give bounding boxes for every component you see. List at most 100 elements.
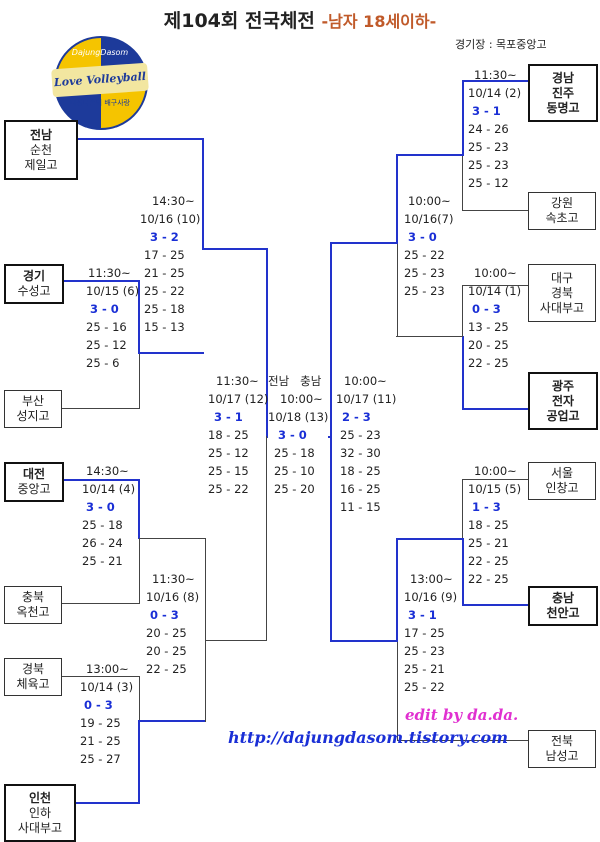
match-score: 22 - 25	[468, 356, 509, 370]
team-line: 경남	[551, 70, 575, 85]
team-line: 중앙고	[17, 482, 51, 496]
team-daejeon: 대전 중앙고	[4, 462, 64, 502]
bracket-line	[60, 676, 140, 677]
match-score: 18 - 25	[468, 518, 509, 532]
bracket-line	[396, 336, 463, 337]
team-daegu: 대구 경북 사대부고	[528, 264, 596, 322]
bracket-line	[138, 352, 204, 354]
match-score: 20 - 25	[146, 626, 187, 640]
team-chungbuk: 충북 옥천고	[4, 586, 62, 624]
match-sets: 3 - 1	[214, 410, 243, 424]
match-score: 21 - 25	[80, 734, 121, 748]
final-teams: 전남 충남	[268, 374, 322, 388]
match-score: 25 - 23	[340, 428, 381, 442]
match-sets: 2 - 3	[342, 410, 371, 424]
team-incheon: 인천 인하 사대부고	[4, 784, 76, 842]
bracket-line	[462, 80, 464, 156]
match-sets: 0 - 3	[472, 302, 501, 316]
match-m9: 10:00~ 10/16(7) 3 - 0 25 - 22 25 - 23 25…	[404, 192, 453, 300]
bracket-line	[462, 210, 528, 211]
match-time: 11:30~	[88, 266, 131, 280]
match-score: 21 - 25	[144, 266, 185, 280]
match-date: 10/17 (12)	[208, 392, 269, 406]
match-time: 11:30~	[216, 374, 259, 388]
bracket-line	[60, 603, 140, 604]
match-sets: 3 - 1	[408, 608, 437, 622]
team-line: 옥천고	[16, 605, 50, 619]
match-date: 10/16 (9)	[404, 590, 458, 604]
match-date: 10/14 (4)	[82, 482, 136, 496]
team-jeonbuk: 전북 남성고	[528, 730, 596, 768]
bracket-line	[60, 408, 140, 409]
match-score: 25 - 18	[144, 302, 185, 316]
team-line: 수성고	[17, 284, 51, 298]
match-time: 10:00~	[344, 374, 387, 388]
team-gyeongnam: 경남 진주 동명고	[528, 64, 598, 122]
match-sets: 3 - 0	[90, 302, 119, 316]
match-score: 25 - 16	[86, 320, 127, 334]
match-time: 10:00~	[280, 392, 323, 406]
team-line: 사대부고	[539, 300, 585, 315]
match-score: 15 - 13	[144, 320, 185, 334]
bracket-line	[205, 538, 206, 722]
match-m7: 10:00~ 10/17 (11) 2 - 3 25 - 23 32 - 30 …	[336, 372, 396, 516]
team-line: 부산	[21, 394, 45, 408]
match-score: 19 - 25	[80, 716, 121, 730]
match-date: 10/14 (3)	[80, 680, 134, 694]
bracket-line	[266, 436, 267, 641]
team-line: 전남	[29, 127, 53, 142]
team-jeonnam: 전남 순천 제일고	[4, 120, 78, 180]
match-score: 25 - 22	[144, 284, 185, 298]
match-score: 25 - 23	[468, 140, 509, 154]
bracket-line	[332, 640, 398, 642]
team-line: 전북	[550, 734, 574, 748]
edit-credit: edit by da.da.	[405, 706, 519, 724]
match-score: 13 - 25	[468, 320, 509, 334]
match-score: 25 - 12	[468, 176, 509, 190]
bracket-line	[462, 604, 528, 606]
team-line: 충남	[551, 591, 575, 605]
match-score: 26 - 24	[82, 536, 123, 550]
match-score: 25 - 21	[82, 554, 123, 568]
match-sets: 3 - 2	[150, 230, 179, 244]
match-m3: 14:30~ 10/14 (4) 3 - 0 25 - 18 26 - 24 2…	[82, 462, 135, 570]
title-subtitle: -남자 18세이하-	[321, 12, 437, 31]
match-m11: 10:00~ 10/15 (5) 1 - 3 18 - 25 25 - 21 2…	[468, 462, 521, 588]
bracket-line	[397, 640, 398, 741]
match-time: 13:00~	[86, 662, 129, 676]
team-line: 경북	[550, 285, 574, 300]
bracket-line	[462, 408, 528, 410]
bracket-line	[138, 280, 140, 354]
bracket-line	[462, 156, 463, 210]
bracket-line	[139, 538, 205, 539]
team-line: 성지고	[16, 409, 50, 423]
bracket-line	[462, 538, 464, 606]
team-line: 광주	[551, 378, 575, 393]
match-score: 22 - 25	[468, 572, 509, 586]
team-line: 전자	[551, 393, 575, 408]
bracket-line	[397, 740, 528, 741]
match-m2: 14:30~ 10/16 (10) 3 - 2 17 - 25 21 - 25 …	[140, 192, 200, 336]
team-gyeonggi: 경기 수성고	[4, 264, 64, 304]
page-title: 제104회 전국체전 -남자 18세이하-	[0, 6, 600, 33]
match-date: 10/16 (10)	[140, 212, 201, 226]
match-score: 25 - 22	[404, 680, 445, 694]
blog-url-link[interactable]: http://dajungdasom.tistory.com	[228, 728, 509, 747]
team-seoul: 서울 인창고	[528, 462, 596, 500]
match-score: 20 - 25	[468, 338, 509, 352]
match-score: 25 - 10	[274, 464, 315, 478]
match-time: 10:00~	[474, 464, 517, 478]
match-score: 22 - 25	[468, 554, 509, 568]
bracket-line	[202, 248, 268, 250]
logo-top-text: DajungDasom	[71, 48, 129, 57]
match-m10: 10:00~ 10/14 (1) 0 - 3 13 - 25 20 - 25 2…	[468, 264, 521, 372]
team-line: 충북	[21, 590, 45, 604]
match-date: 10/16(7)	[404, 212, 454, 226]
match-score: 25 - 27	[80, 752, 121, 766]
bracket-line	[330, 242, 332, 642]
match-score: 18 - 25	[208, 428, 249, 442]
bracket-line	[138, 720, 206, 722]
match-m8: 11:30~ 10/14 (2) 3 - 1 24 - 26 25 - 23 2…	[468, 66, 521, 192]
match-date: 10/15 (6)	[86, 284, 140, 298]
